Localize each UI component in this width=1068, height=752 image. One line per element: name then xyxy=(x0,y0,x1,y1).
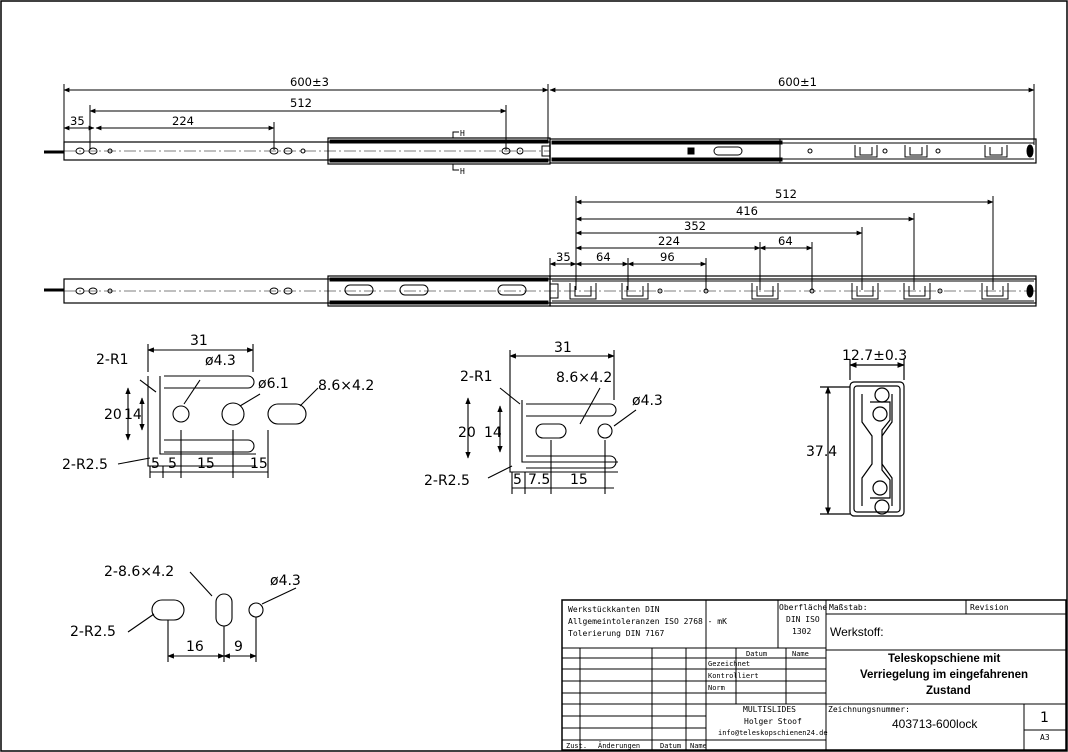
detail-a-5b: 5 xyxy=(168,456,177,472)
dim-600-3: 600±3 xyxy=(290,75,329,89)
tb-edges: Werkstückkanten DIN xyxy=(568,605,660,614)
tb-surface-din: DIN ISO xyxy=(786,615,820,624)
tb-scale: Maßstab: xyxy=(829,603,868,612)
detail-b-slot: 8.6×4.2 xyxy=(556,370,612,386)
tb-kontrolliert: Kontrolliert xyxy=(708,672,759,680)
detail-b-15: 15 xyxy=(570,472,588,488)
dim-64-left: 64 xyxy=(596,250,611,264)
detail-b-view xyxy=(465,350,637,494)
tb-material: Werkstoff: xyxy=(830,625,884,639)
section-label-bottom: H xyxy=(460,167,465,176)
dim-352: 352 xyxy=(684,219,706,233)
tb-aenderungen: Änderungen xyxy=(598,741,640,750)
detail-a-view xyxy=(117,344,319,478)
detail-b-phi43: ø4.3 xyxy=(632,393,663,409)
title-block xyxy=(561,599,1067,751)
detail-a-phi61: ø6.1 xyxy=(258,376,289,392)
detail-a-5a: 5 xyxy=(151,456,160,472)
tb-datum2: Datum xyxy=(660,742,681,750)
dim-224-top: 224 xyxy=(172,114,194,128)
tb-company: MULTISLIDES xyxy=(743,705,796,714)
dim-35-lower: 35 xyxy=(556,250,571,264)
detail-c-16: 16 xyxy=(186,639,204,655)
tb-gezeichnet: Gezeichnet xyxy=(708,660,750,668)
detail-b-5: 5 xyxy=(513,472,522,488)
tb-person: Holger Stoof xyxy=(744,717,802,726)
detail-b-r1: 2-R1 xyxy=(460,369,493,385)
top-rail-view xyxy=(44,84,1037,171)
dim-512-top: 512 xyxy=(290,96,312,110)
tb-format: A3 xyxy=(1040,733,1050,742)
section-height: 37.4 xyxy=(806,444,837,460)
tb-name2: Name xyxy=(690,742,707,750)
tb-datum: Datum xyxy=(746,650,767,658)
detail-a-r1: 2-R1 xyxy=(96,352,129,368)
section-profile-view xyxy=(820,359,905,517)
detail-c-phi43: ø4.3 xyxy=(270,573,301,589)
tb-revision: Revision xyxy=(970,603,1009,612)
dim-64-right: 64 xyxy=(778,234,793,248)
tb-surface-num: 1302 xyxy=(792,627,811,636)
tb-title-line2: Verriegelung im eingefahrenen xyxy=(860,669,1028,681)
detail-a-15b: 15 xyxy=(250,456,268,472)
detail-a-r25: 2-R2.5 xyxy=(62,457,108,473)
tb-email: info@teleskopschienen24.de xyxy=(718,729,828,737)
detail-b-75: 7.5 xyxy=(528,472,550,488)
detail-a-h14: 14 xyxy=(124,407,142,423)
tb-drawing-number-label: Zeichnungsnummer: xyxy=(828,705,910,714)
detail-b-h14: 14 xyxy=(484,425,502,441)
tb-drawing-number: 403713-600lock xyxy=(892,717,978,731)
tb-tolerierung: Tolerierung DIN 7167 xyxy=(568,629,665,638)
dim-512-lower: 512 xyxy=(775,187,797,201)
tb-surface: Oberfläche xyxy=(779,603,827,612)
detail-a-15a: 15 xyxy=(197,456,215,472)
detail-b-31: 31 xyxy=(554,340,572,356)
detail-c-r25: 2-R2.5 xyxy=(70,624,116,640)
tb-norm: Norm xyxy=(708,684,725,692)
detail-a-31: 31 xyxy=(190,333,208,349)
dim-96: 96 xyxy=(660,250,675,264)
detail-c-view xyxy=(127,571,297,662)
detail-b-r25: 2-R2.5 xyxy=(424,473,470,489)
dim-224-lower: 224 xyxy=(658,234,680,248)
lower-rail-view xyxy=(44,196,1037,307)
detail-a-phi43: ø4.3 xyxy=(205,353,236,369)
dim-35-top: 35 xyxy=(70,114,85,128)
dim-600-1: 600±1 xyxy=(778,75,817,89)
tb-sheet: 1 xyxy=(1040,710,1049,726)
detail-a-h20: 20 xyxy=(104,407,122,423)
tb-title-line3: Zustand xyxy=(926,685,971,697)
tb-title-line1: Teleskopschiene mit xyxy=(888,653,1000,665)
detail-a-slot: 8.6×4.2 xyxy=(318,378,374,394)
tb-name: Name xyxy=(792,650,809,658)
tb-tolerances: Allgemeintoleranzen ISO 2768 - mK xyxy=(568,617,727,626)
section-label-top: H xyxy=(460,129,465,138)
section-width: 12.7±0.3 xyxy=(842,348,907,364)
detail-c-9: 9 xyxy=(234,639,243,655)
detail-c-slot: 2-8.6×4.2 xyxy=(104,564,174,580)
dim-416: 416 xyxy=(736,204,758,218)
tb-zust: Zust. xyxy=(566,742,587,750)
detail-b-h20: 20 xyxy=(458,425,476,441)
